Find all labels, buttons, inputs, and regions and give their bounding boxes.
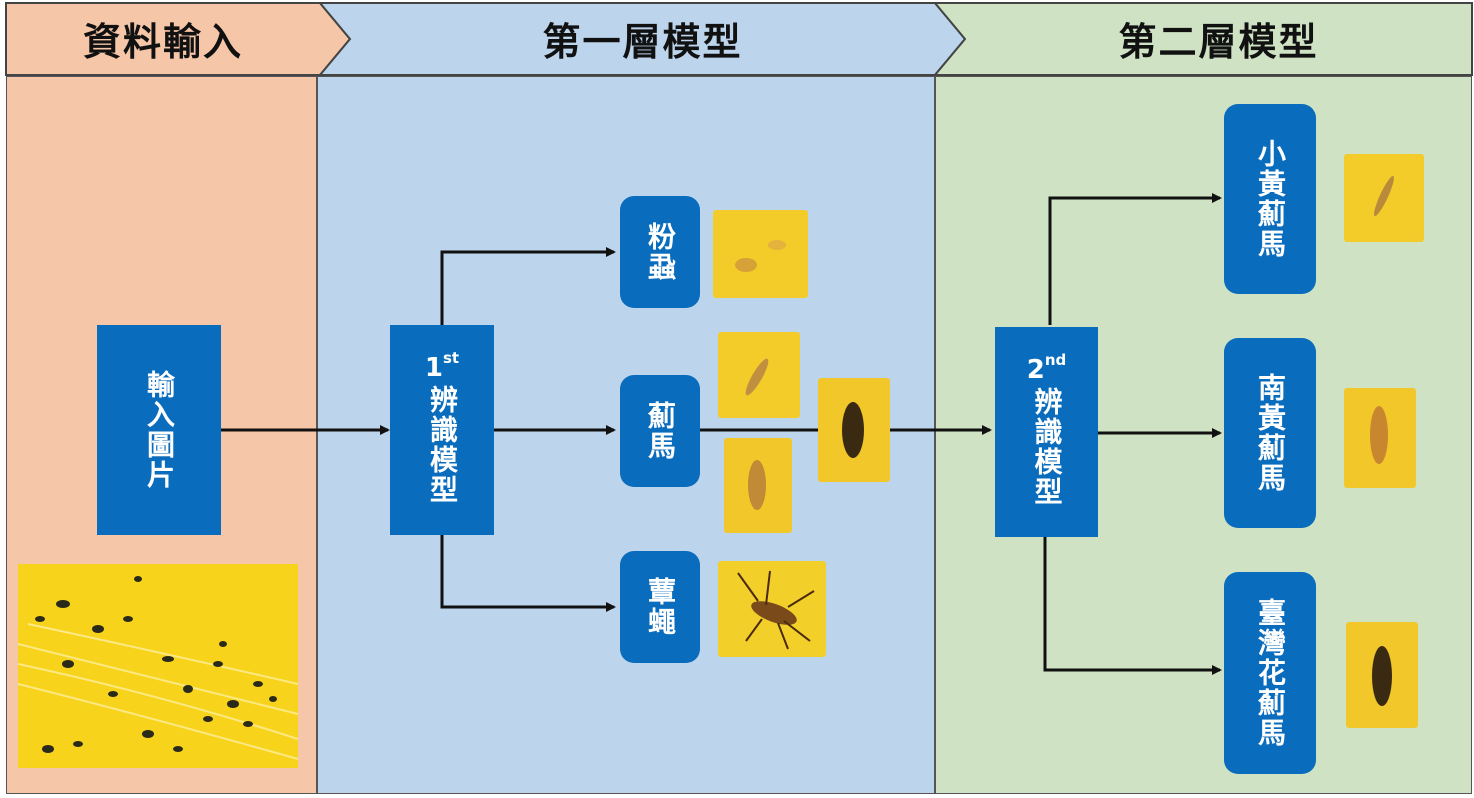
- species-3-label: 臺灣花薊馬: [1254, 598, 1287, 748]
- header-input-title: 資料輸入: [82, 19, 243, 64]
- sticky-trap-image: [18, 564, 298, 768]
- model1-box: 1st 辨識模型: [390, 325, 494, 535]
- model2-ordinal: 2nd: [1026, 351, 1067, 385]
- species-3-thumbnail: [1346, 622, 1418, 728]
- model2-label: 辨識模型: [1030, 387, 1064, 507]
- header-layer2-title: 第二層模型: [1118, 19, 1319, 64]
- thrips-thumbnail-2: [724, 438, 792, 533]
- fungusgnat-thumbnail: [718, 561, 826, 657]
- class-fungusgnat-box: 蕈蠅: [620, 551, 700, 663]
- model1-label: 辨識模型: [426, 385, 459, 505]
- species-1-box: 小黃薊馬: [1224, 104, 1316, 294]
- class-whitefly-label: 粉蝨: [644, 222, 677, 282]
- species-1-label: 小黃薊馬: [1254, 139, 1287, 259]
- species-3-box: 臺灣花薊馬: [1224, 572, 1316, 774]
- class-whitefly-box: 粉蝨: [620, 196, 700, 308]
- whitefly-thumbnail: [713, 210, 808, 298]
- class-thrips-box: 薊馬: [620, 375, 700, 487]
- header-banner: [5, 2, 1473, 76]
- species-2-box: 南黃薊馬: [1224, 338, 1316, 528]
- header-layer2-shape: [932, 2, 1473, 76]
- model1-ordinal: 1st: [424, 349, 460, 383]
- species-1-thumbnail: [1344, 154, 1424, 242]
- model2-box: 2nd 辨識模型: [995, 327, 1098, 537]
- input-image-label: 輸入圖片: [143, 370, 176, 490]
- header-layer1-title: 第一層模型: [542, 19, 743, 64]
- species-2-label: 南黃薊馬: [1254, 373, 1287, 493]
- thrips-thumbnail-3: [818, 378, 890, 482]
- thrips-thumbnail-1: [718, 332, 800, 418]
- class-fungusgnat-label: 蕈蠅: [644, 577, 677, 637]
- input-image-box: 輸入圖片: [97, 325, 221, 535]
- species-2-thumbnail: [1344, 388, 1416, 488]
- class-thrips-label: 薊馬: [644, 401, 677, 461]
